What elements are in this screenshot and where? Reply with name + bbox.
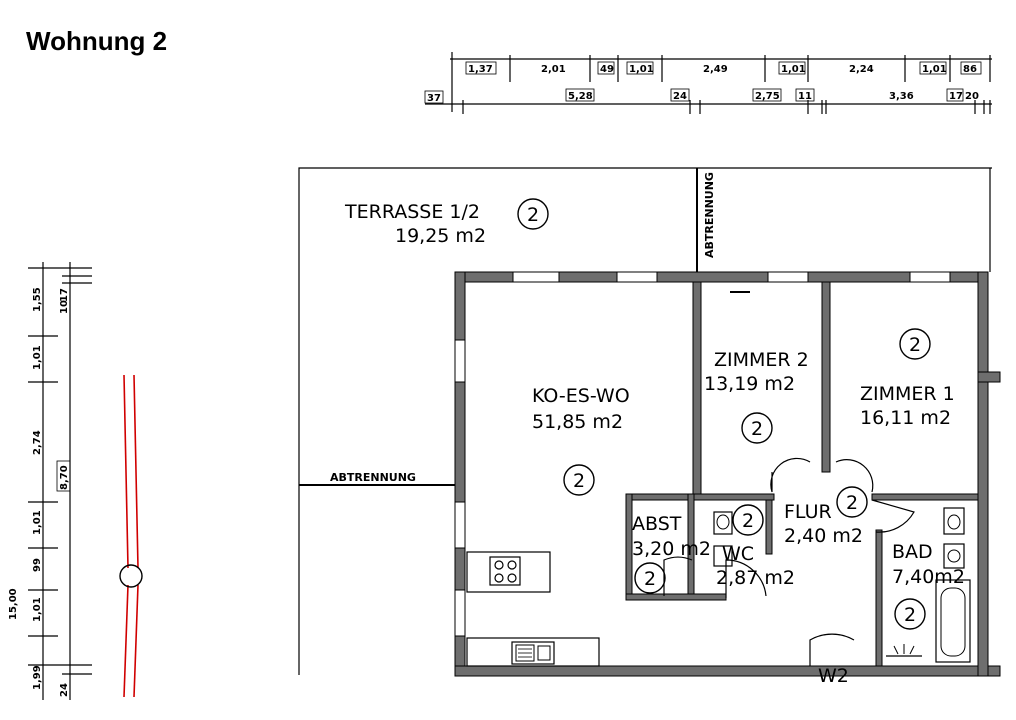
room-labels: TERRASSE 1/2 19,25 m2 2 KO-ES-WO 51,85 m… xyxy=(330,172,965,687)
dim-left-11: 15,00 xyxy=(8,588,19,620)
room-badge-wc: 2 xyxy=(742,510,754,532)
doors xyxy=(663,457,915,666)
dim-top-5: 2,49 xyxy=(703,64,728,75)
room-area-abst: 3,20 m2 xyxy=(632,538,711,560)
door-zimmer1 xyxy=(835,459,874,493)
windows xyxy=(454,271,951,637)
dim-top-2: 2,01 xyxy=(541,64,566,75)
door-wc xyxy=(725,559,767,598)
dim-top-15: 3,36 xyxy=(889,91,914,102)
dim-left-2: 1,01 xyxy=(32,345,43,370)
red-axis-lines xyxy=(119,374,143,698)
room-area-bad: 7,40m2 xyxy=(892,566,965,588)
window-left-1 xyxy=(454,339,466,383)
window-top-4 xyxy=(909,271,951,283)
label-abtrennung-vertical: ABTRENNUNG xyxy=(703,172,716,258)
room-area-flur: 2,40 m2 xyxy=(784,525,863,547)
room-badge-abst: 2 xyxy=(644,568,656,590)
room-name-abst: ABST xyxy=(632,513,682,535)
cooktop-icon xyxy=(489,556,521,586)
left-dimension-chain: 1,55 1,01 2,74 1,01 99 1,01 1,99 17 10 8… xyxy=(8,262,92,700)
room-name-bad: BAD xyxy=(892,541,933,563)
dim-left-9: 10 xyxy=(59,300,70,314)
dim-left-8: 17 xyxy=(59,288,70,302)
window-top-1 xyxy=(512,271,560,283)
dim-top-14: 11 xyxy=(798,91,812,102)
room-area-koeswo: 51,85 m2 xyxy=(532,411,623,433)
dim-top-4: 1,01 xyxy=(629,64,654,75)
window-top-2 xyxy=(616,271,658,283)
room-name-terrasse: TERRASSE 1/2 xyxy=(344,201,480,223)
room-area-wc: 2,87 m2 xyxy=(716,567,795,589)
room-name-wc: WC xyxy=(722,543,754,565)
room-name-flur: FLUR xyxy=(784,501,832,523)
dim-top-13: 2,75 xyxy=(755,91,780,102)
door-abst xyxy=(663,556,693,596)
dim-left-1: 1,55 xyxy=(32,287,43,312)
bad-basin-icon xyxy=(943,543,965,569)
dim-left-12: 24 xyxy=(59,683,70,697)
dim-top-8: 1,01 xyxy=(922,64,947,75)
wc-basin-icon xyxy=(713,545,733,567)
dim-left-3: 2,74 xyxy=(32,430,43,455)
top-dimension-chain: 1,37 2,01 49 1,01 2,49 1,01 2,24 1,01 86… xyxy=(424,52,992,114)
dim-top-12: 24 xyxy=(673,91,687,102)
room-badge-koeswo: 2 xyxy=(573,470,585,492)
room-area-zimmer1: 16,11 m2 xyxy=(860,407,951,429)
kitchen-island xyxy=(466,551,551,593)
room-badge-zimmer2: 2 xyxy=(751,418,763,440)
walls xyxy=(454,271,1001,677)
sink-icon xyxy=(511,641,555,665)
room-badge-zimmer1: 2 xyxy=(909,334,921,356)
dim-left-5: 99 xyxy=(32,558,43,572)
label-entrance: W2 xyxy=(818,665,849,687)
room-badge-terrasse: 2 xyxy=(527,204,539,226)
window-left-3 xyxy=(454,589,466,637)
dim-top-17: 20 xyxy=(965,91,979,102)
dim-top-9: 86 xyxy=(963,64,977,75)
room-area-zimmer2: 13,19 m2 xyxy=(704,373,795,395)
dim-top-7: 2,24 xyxy=(849,64,874,75)
room-name-koeswo: KO-ES-WO xyxy=(532,385,630,407)
dim-left-7: 1,99 xyxy=(32,665,43,690)
dim-left-10: 8,70 xyxy=(59,465,70,490)
toilet-icon xyxy=(713,511,733,535)
room-name-zimmer2: ZIMMER 2 xyxy=(714,349,809,371)
dim-left-4: 1,01 xyxy=(32,510,43,535)
dim-left-6: 1,01 xyxy=(32,597,43,622)
room-name-zimmer1: ZIMMER 1 xyxy=(860,383,955,405)
window-left-2 xyxy=(454,501,466,549)
door-zimmer2 xyxy=(770,457,811,493)
dim-top-10: 37 xyxy=(427,93,441,104)
dim-top-11: 5,28 xyxy=(568,91,593,102)
door-bad xyxy=(871,499,915,533)
room-badge-bad: 2 xyxy=(904,604,916,626)
room-badge-flur: 2 xyxy=(846,492,858,514)
page-title: Wohnung 2 xyxy=(26,26,168,56)
door-entrance xyxy=(809,633,855,666)
terrace xyxy=(298,167,992,675)
room-area-terrasse: 19,25 m2 xyxy=(395,225,486,247)
bad-toilet-icon xyxy=(943,507,965,535)
bathtub-icon xyxy=(935,579,971,663)
fixtures xyxy=(466,507,971,667)
window-top-3 xyxy=(767,271,809,283)
axis-circle xyxy=(119,564,143,588)
label-abtrennung-horizontal: ABTRENNUNG xyxy=(330,471,416,484)
dim-top-16: 17 xyxy=(949,91,963,102)
dim-top-1: 1,37 xyxy=(468,64,493,75)
dim-top-6: 1,01 xyxy=(781,64,806,75)
dim-top-3: 49 xyxy=(600,64,614,75)
